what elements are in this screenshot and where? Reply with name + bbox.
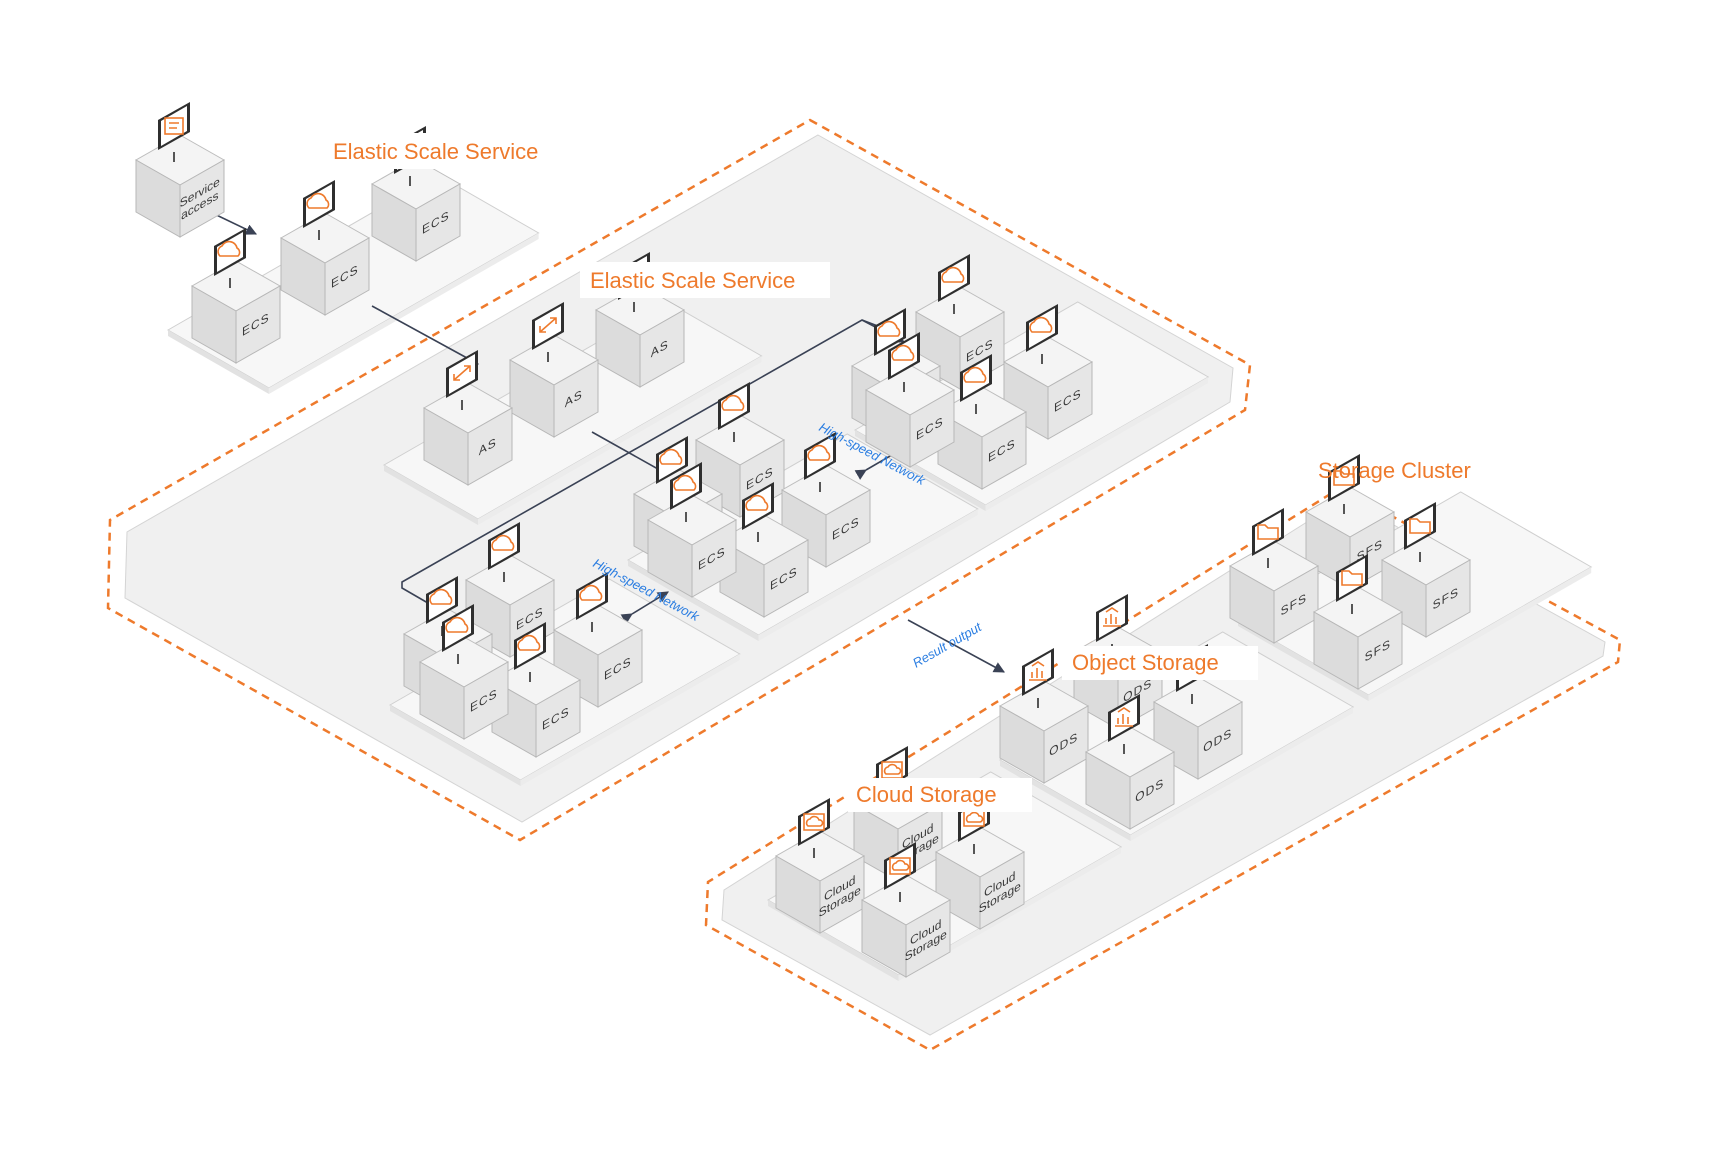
monitor-screen — [888, 332, 920, 392]
folder-icon — [1341, 570, 1363, 586]
scale-icon — [539, 317, 557, 333]
cloud-icon — [579, 584, 603, 601]
monitor-screen — [670, 462, 702, 522]
node-sfs-3: SFS — [1312, 554, 1404, 690]
cloud-icon — [673, 474, 697, 491]
cloud-icon — [659, 448, 683, 465]
label-bg-ess-inner — [580, 262, 830, 298]
cloud-storage-icon — [803, 813, 825, 831]
cloud-icon — [891, 344, 915, 361]
monitor-screen — [514, 622, 546, 682]
connector-high-speed-left — [620, 591, 669, 625]
cloud-icon — [306, 192, 330, 209]
monitor-screen — [446, 350, 478, 410]
monitor-screen — [938, 254, 970, 314]
monitor-screen — [742, 482, 774, 542]
label-bg-ess-outer — [325, 133, 565, 169]
monitor-screen — [1336, 554, 1368, 614]
chart-icon — [1103, 607, 1121, 627]
node-ecs-right-2: ECS — [1002, 304, 1094, 440]
cloud-icon — [517, 634, 541, 651]
cloud-icon — [1029, 316, 1053, 333]
monitor-screen — [960, 354, 992, 414]
node-ecs-right-4: ECS — [864, 332, 956, 468]
monitor-screen — [804, 432, 836, 492]
label-bg-object-storage — [1062, 646, 1258, 680]
monitor-screen — [303, 180, 335, 240]
monitor-screen — [1328, 454, 1360, 514]
cloud-icon — [963, 366, 987, 383]
label-storage-cluster: Storage Cluster — [1318, 458, 1471, 483]
compute-zone-dashed-border — [106, 118, 1252, 842]
node-ecs-mid-4: ECS — [646, 462, 738, 598]
label-ess-outer: Elastic Scale Service — [333, 139, 538, 164]
node-as-2: AS — [422, 350, 514, 486]
label-object-storage: Object Storage — [1072, 650, 1219, 675]
folder-icon — [1333, 470, 1355, 486]
cloud-icon — [445, 616, 469, 633]
cloud-icon — [217, 240, 241, 257]
cloud-icon — [491, 534, 515, 551]
node-top-ecs-1: ECS — [279, 180, 371, 316]
node-sfs-2: SFS — [1380, 502, 1472, 638]
label-ess-inner: Elastic Scale Service — [590, 268, 795, 293]
connector-ecs-to-as — [371, 305, 479, 365]
connector-result-output — [907, 619, 1005, 673]
monitor-screen — [488, 522, 520, 582]
node-ecs-left-3: ECS — [490, 622, 582, 758]
chart-icon — [1115, 707, 1133, 727]
node-ecs-left-2: ECS — [552, 572, 644, 708]
node-top-ecs-2: ECS — [190, 228, 282, 364]
monitor-screen — [1026, 304, 1058, 364]
node-ods-3: ODS — [1084, 694, 1176, 830]
monitor-screen — [718, 382, 750, 442]
cloud-icon — [721, 394, 745, 411]
node-as-1: AS — [508, 302, 600, 438]
node-ecs-left-4: ECS — [418, 604, 510, 740]
monitor-screen — [214, 228, 246, 288]
node-sfs-1: SFS — [1228, 508, 1320, 644]
node-ecs-mid-2: ECS — [780, 432, 872, 568]
cloud-icon — [745, 494, 769, 511]
monitor-screen — [798, 798, 830, 858]
storage-zone-dashed-border — [704, 486, 1622, 1052]
monitor-screen — [576, 572, 608, 632]
monitor-screen — [158, 102, 190, 162]
cloud-icon — [877, 320, 901, 337]
folder-icon — [1409, 518, 1431, 534]
cloud-icon — [429, 588, 453, 605]
scale-icon — [453, 365, 471, 381]
monitor-screen — [1108, 694, 1140, 754]
monitor-screen — [1404, 502, 1436, 562]
folder-icon — [1257, 524, 1279, 540]
label-cloud-storage: Cloud Storage — [856, 782, 997, 807]
label-bg-cloud-storage — [848, 778, 1032, 812]
monitor-screen — [442, 604, 474, 664]
monitor-screen — [1252, 508, 1284, 568]
cloud-storage-icon — [889, 857, 911, 875]
monitor-app-icon — [164, 117, 184, 135]
cloud-icon — [941, 266, 965, 283]
node-ods-1: ODS — [998, 648, 1090, 784]
monitor-screen — [874, 308, 906, 368]
chart-icon — [1029, 661, 1047, 681]
monitor-screen — [884, 842, 916, 902]
monitor-screen — [532, 302, 564, 362]
cloud-icon — [807, 444, 831, 461]
monitor-screen — [1022, 648, 1054, 708]
